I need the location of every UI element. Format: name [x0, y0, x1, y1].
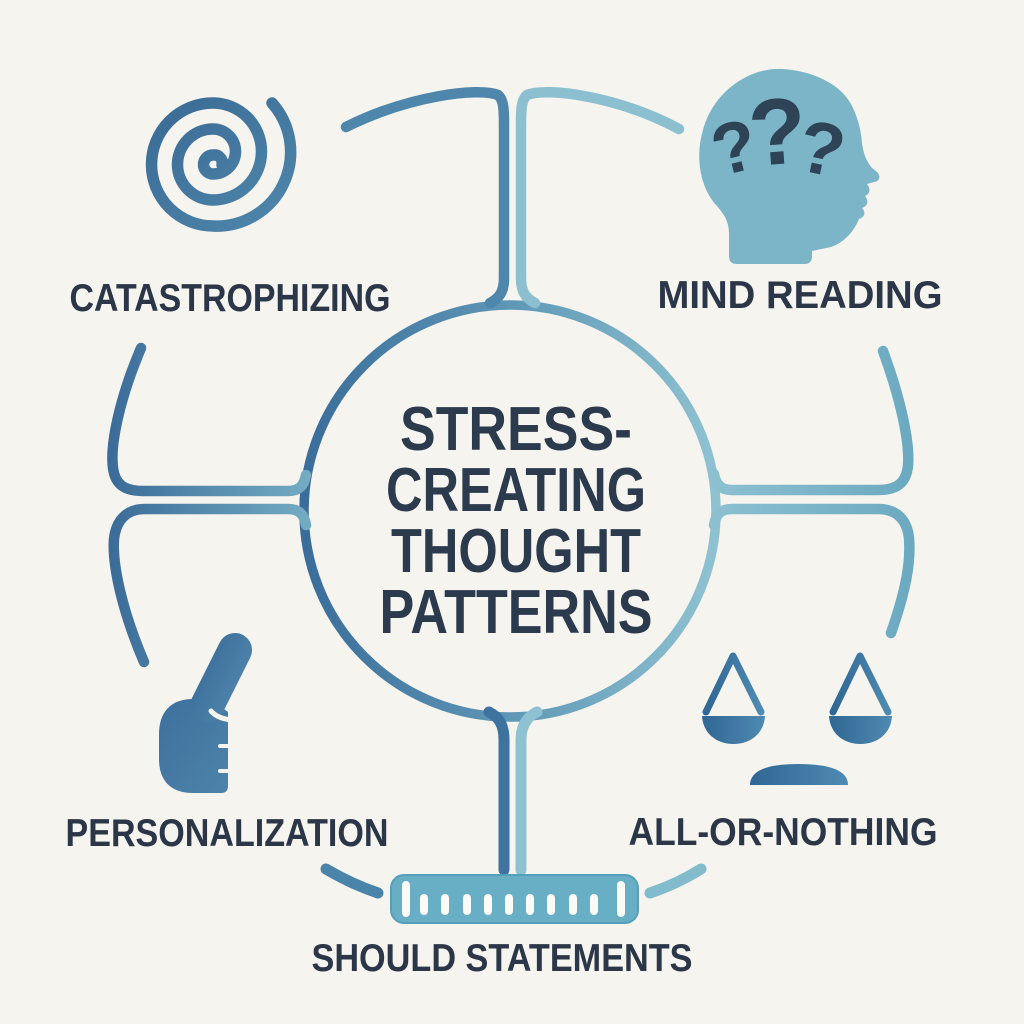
- ruler-body: [390, 874, 639, 924]
- connector-top-left: [340, 86, 510, 309]
- connector-dash-left: [320, 863, 384, 899]
- connector-left-bottom: [108, 503, 312, 668]
- scale-right-strings: [829, 652, 892, 716]
- connector-left-top: [107, 342, 312, 497]
- scale-left-bowl: [702, 716, 765, 744]
- head-with-question-marks-icon: ? ? ?: [699, 68, 880, 264]
- connector-bottom-right: [515, 706, 543, 876]
- pointing-hand-icon: [159, 633, 280, 794]
- connector-bottom-left: [483, 706, 510, 876]
- label-personalization: PERSONALIZATION: [66, 812, 389, 855]
- connector-right-top: [708, 345, 914, 496]
- title-line: STRESS-: [400, 395, 632, 464]
- label-mind-reading: MIND READING: [658, 274, 943, 317]
- scale-right-bowl: [829, 716, 892, 744]
- connector-top-right: [515, 87, 685, 309]
- head-silhouette: [699, 68, 880, 264]
- label-all-or-nothing: ALL-OR-NOTHING: [629, 811, 938, 854]
- scale-left-strings: [702, 652, 765, 716]
- label-catastrophizing: CATASTROPHIZING: [70, 277, 391, 320]
- balance-scale-icon: [697, 622, 897, 785]
- hand-thumb: [190, 633, 252, 723]
- title-line: THOUGHT: [391, 517, 641, 586]
- connector-right-bottom: [708, 503, 915, 639]
- title-line: PATTERNS: [380, 578, 653, 647]
- connector-dash-right: [644, 863, 707, 899]
- scale-base: [750, 764, 848, 785]
- spiral-icon: [145, 97, 297, 232]
- center-title: STRESS- CREATING THOUGHT PATTERNS: [380, 395, 653, 647]
- ruler-icon: [390, 874, 639, 924]
- title-line: CREATING: [386, 456, 646, 525]
- question-mark-icon: ?: [745, 77, 810, 186]
- label-should-statements: SHOULD STATEMENTS: [312, 937, 693, 980]
- hand-slit: [208, 708, 238, 723]
